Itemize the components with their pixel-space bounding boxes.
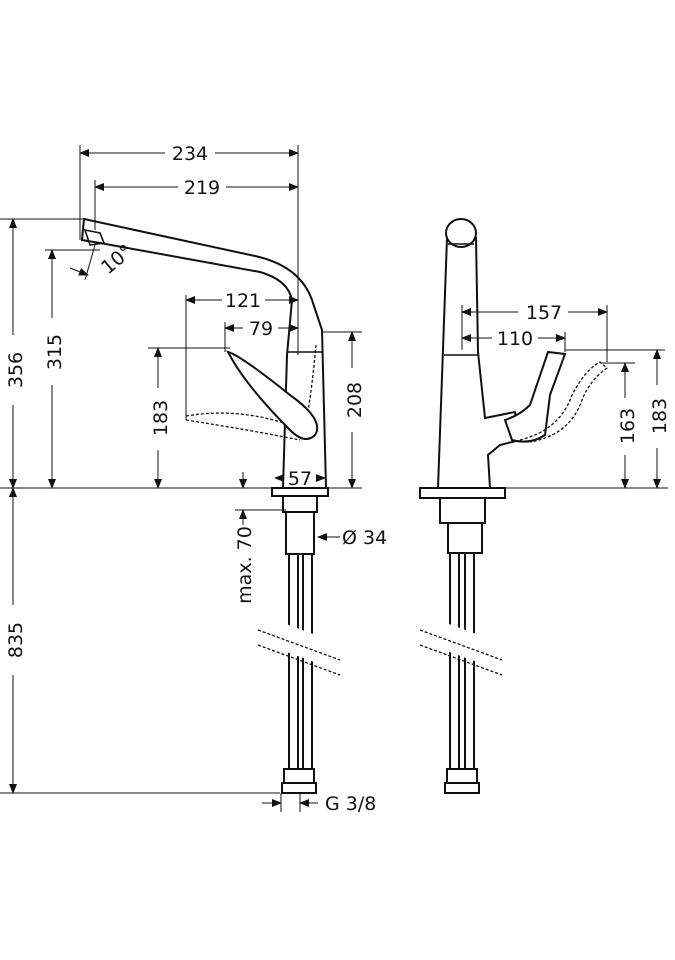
dim-79: 79 bbox=[249, 318, 273, 340]
dim-g-3-8: G 3/8 bbox=[325, 793, 376, 815]
aerator-icon bbox=[83, 228, 106, 246]
dimensions-side: 157 110 163 183 bbox=[461, 302, 671, 489]
dim-157: 157 bbox=[526, 302, 562, 324]
dim-208: 208 bbox=[344, 382, 366, 418]
dim-57: 57 bbox=[288, 468, 312, 490]
handle-front bbox=[226, 350, 319, 440]
dim-835: 835 bbox=[5, 622, 27, 658]
dim-356: 356 bbox=[5, 352, 27, 388]
dim-max-70: max. 70 bbox=[234, 526, 256, 604]
dim-315: 315 bbox=[44, 334, 66, 370]
dim-163-side: 163 bbox=[617, 408, 639, 444]
handle-side bbox=[503, 350, 567, 443]
front-view bbox=[80, 217, 347, 794]
dim-234: 234 bbox=[172, 143, 208, 165]
body-side bbox=[436, 237, 522, 489]
dim-diameter-34: Ø 34 bbox=[342, 527, 387, 549]
dim-183-front: 183 bbox=[150, 400, 172, 436]
dim-219: 219 bbox=[184, 177, 220, 199]
dim-121: 121 bbox=[225, 290, 261, 312]
side-view bbox=[416, 218, 609, 794]
dim-110: 110 bbox=[497, 328, 533, 350]
spout-top-side bbox=[445, 218, 477, 248]
dimensions-front: 234 219 10° 356 315 121 79 183 208 57 bbox=[0, 143, 387, 815]
dim-183-side: 183 bbox=[649, 398, 671, 434]
